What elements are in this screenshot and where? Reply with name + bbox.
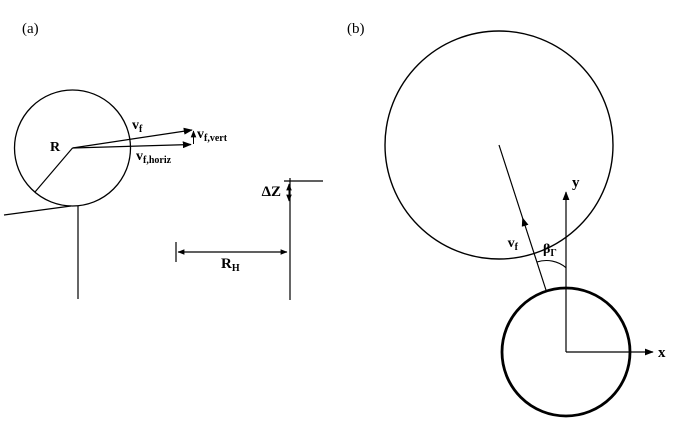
panel-b-label: (b) <box>347 21 365 37</box>
large-sphere-outline <box>384 30 614 260</box>
rh-label: RH <box>221 256 240 274</box>
vf-vector-a <box>72 127 193 149</box>
delta-z-label: ΔZ <box>262 184 281 200</box>
beta-angle-arc <box>536 259 567 269</box>
vf-label-b: vf <box>508 236 519 253</box>
panel-a-label: (a) <box>22 21 39 37</box>
x-axis-label: x <box>658 345 666 361</box>
vf-label-a: vf <box>132 118 143 135</box>
sphere-outline-a <box>13 89 132 207</box>
vf-horiz-label: vf,horiz <box>136 149 172 166</box>
radius-line <box>34 147 73 193</box>
panel-a-labels: (a) R vf vf,vert vf,horiz ΔZ RH <box>22 21 281 274</box>
panel-b-labels: (b) vf βΓ y x <box>347 21 666 361</box>
radius-label: R <box>50 140 61 155</box>
panel-a-shapes <box>3 89 323 300</box>
vf-vert-label: vf,vert <box>197 127 228 144</box>
vf-vector-b <box>498 144 547 292</box>
ground-line <box>3 205 72 216</box>
beta-label: βΓ <box>543 242 557 259</box>
panel-b-shapes <box>384 30 654 418</box>
vf-horiz-vector <box>72 141 192 149</box>
y-axis-label: y <box>572 175 580 191</box>
